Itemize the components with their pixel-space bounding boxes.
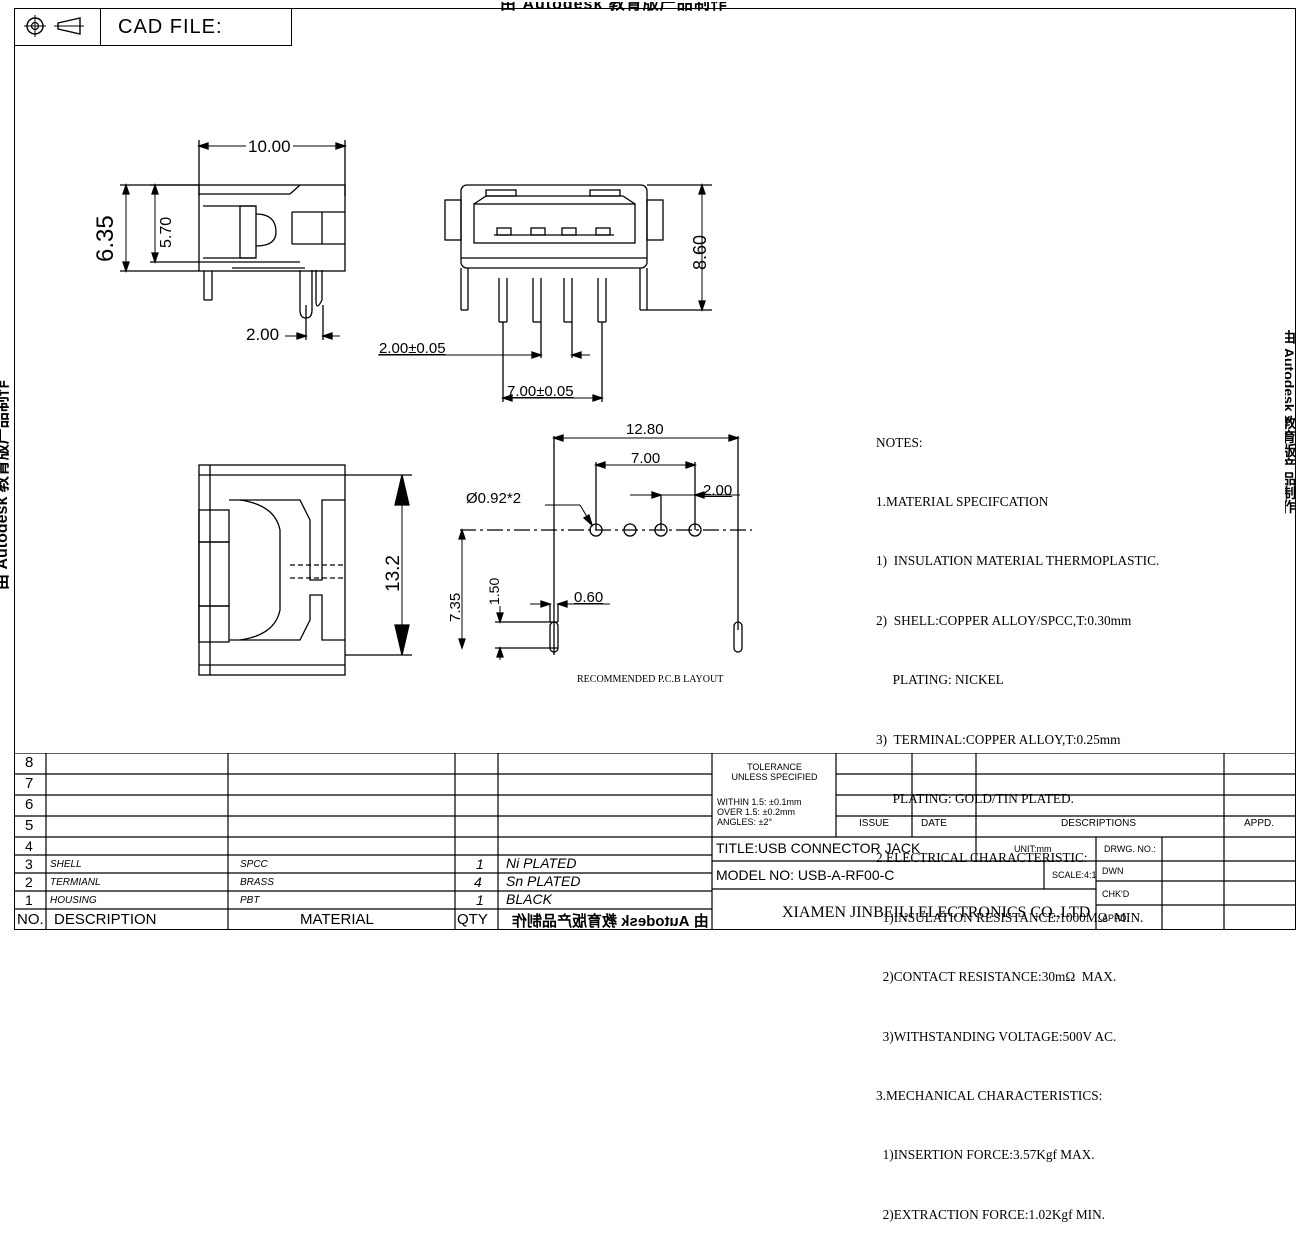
date-label: DATE	[921, 818, 947, 829]
watermark-top: 由 Autodesk 教育版产品制作	[500, 2, 728, 13]
note-line: 3)WITHSTANDING VOLTAGE:500V AC.	[876, 1028, 1117, 1044]
note-line: 2)EXTRACTION FORCE:1.02Kgf MIN.	[876, 1206, 1105, 1222]
appd2-label: APPD.	[1102, 913, 1130, 923]
front-view	[378, 182, 712, 402]
dim-0-60: 0.60	[574, 589, 604, 606]
dim-7-00: 7.00	[631, 450, 661, 467]
issue-label: ISSUE	[859, 818, 890, 829]
bom-header-material: MATERIAL	[300, 911, 374, 928]
bom-desc: TERMIANL	[50, 877, 101, 888]
chkd-label: CHK'D	[1102, 889, 1130, 899]
bom-no: 6	[25, 796, 34, 813]
title-block-grid	[14, 753, 1296, 930]
tolerance-over: OVER 1.5: ±0.2mm	[717, 807, 795, 817]
bom-mat: PBT	[240, 895, 260, 906]
dim-2-00-tol: 2.00±0.05	[379, 340, 446, 357]
bom-desc: SHELL	[50, 859, 82, 870]
bom-mat: SPCC	[240, 859, 268, 870]
note-line: 1) INSULATION MATERIAL THERMOPLASTIC.	[876, 553, 1160, 569]
note-line: 2)CONTACT RESISTANCE:30mΩ MAX.	[876, 969, 1117, 985]
note-line: 1)INSERTION FORCE:3.57Kgf MAX.	[876, 1147, 1095, 1163]
bom-remark: Sn PLATED	[506, 873, 581, 889]
bom-header-qty: QTY	[457, 911, 488, 928]
drawing-title: TITLE:USB CONNECTOR JACK	[716, 840, 921, 856]
tolerance-title: TOLERANCE UNLESS SPECIFIED	[731, 762, 818, 782]
bom-no: 2	[25, 874, 33, 890]
bom-remark: BLACK	[506, 891, 552, 907]
note-line: PLATING: NICKEL	[876, 672, 1004, 688]
bom-qty: 1	[476, 892, 484, 908]
dim-2-00b: 2.00	[703, 482, 733, 499]
bom-no: 5	[25, 817, 34, 834]
model-number: MODEL NO: USB-A-RF00-C	[716, 867, 895, 883]
note-line: 2) SHELL:COPPER ALLOY/SPCC,T:0.30mm	[876, 612, 1132, 628]
pcb-caption: RECOMMENDED P.C.B LAYOUT	[577, 674, 724, 685]
dim-5-70: 5.70	[158, 216, 175, 248]
note-line: 3) TERMINAL:COPPER ALLOY,T:0.25mm	[876, 731, 1121, 747]
note-line: 1)INSULATION RESISTANCE:1000MΩ MIN.	[876, 909, 1144, 925]
cad-file-label: CAD FILE:	[118, 16, 223, 38]
side-view	[120, 140, 348, 340]
pcb-layout	[458, 434, 752, 660]
bom-no: 3	[25, 856, 33, 872]
scale-label: SCALE:4:1	[1052, 870, 1097, 880]
dim-2-00: 2.00	[246, 325, 280, 344]
cad-file-box: CAD FILE:	[14, 8, 292, 46]
bom-qty: 1	[476, 856, 484, 872]
note-line: 3.MECHANICAL CHARACTERISTICS:	[876, 1087, 1103, 1103]
appd-label: APPD.	[1244, 818, 1275, 829]
bom-mat: BRASS	[240, 877, 274, 888]
bom-no: 7	[25, 775, 34, 792]
dim-12-80: 12.80	[626, 421, 664, 438]
drawing-number-label: DRWG. NO.:	[1104, 844, 1156, 854]
dim-6-35: 6.35	[92, 215, 119, 262]
bom-header-no: NO.	[17, 911, 44, 928]
bom-qty: 4	[474, 874, 482, 890]
bom-desc: HOUSING	[50, 895, 97, 906]
watermark-right: 由 Autodesk 教育版产品制作	[1285, 330, 1297, 514]
bom-no: 4	[25, 838, 33, 854]
company-name: XIAMEN JINBEILI ELECTRONICS CO.,LTD	[782, 904, 1091, 921]
dim-10-00: 10.00	[246, 137, 293, 157]
tolerance-angles: ANGLES: ±2°	[717, 817, 773, 827]
top-view	[198, 464, 412, 676]
dwn-label: DWN	[1102, 866, 1124, 876]
bom-no: 8	[25, 754, 34, 771]
unit-label: UNIT:mm	[1014, 844, 1052, 854]
bom-header-description: DESCRIPTION	[54, 911, 157, 928]
dim-13-2: 13.2	[383, 555, 404, 592]
title-block: 8 7 6 5 4 3 2 1 SHELL SPCC 1 Ni PLATED T…	[14, 753, 1296, 930]
technical-drawing	[120, 140, 752, 676]
note-line: NOTES:	[876, 434, 923, 450]
bom-remark: Ni PLATED	[506, 855, 577, 871]
dim-7-00-tol: 7.00±0.05	[507, 383, 574, 400]
watermark-bottom: 由 Autodesk 教育版产品制作	[512, 913, 709, 930]
projection-symbol	[14, 8, 101, 45]
dim-8-60: 8.60	[690, 234, 710, 270]
bom-no: 1	[25, 892, 33, 908]
dim-hole: Ø0.92*2	[466, 490, 522, 507]
dim-7-35: 7.35	[447, 592, 464, 622]
tolerance-within: WITHIN 1.5: ±0.1mm	[717, 797, 802, 807]
drawing-sheet-border	[14, 8, 1296, 930]
note-line: 1.MATERIAL SPECIFCATION	[876, 493, 1049, 509]
dim-1-50: 1.50	[486, 577, 502, 605]
descriptions-label: DESCRIPTIONS	[1061, 818, 1137, 829]
